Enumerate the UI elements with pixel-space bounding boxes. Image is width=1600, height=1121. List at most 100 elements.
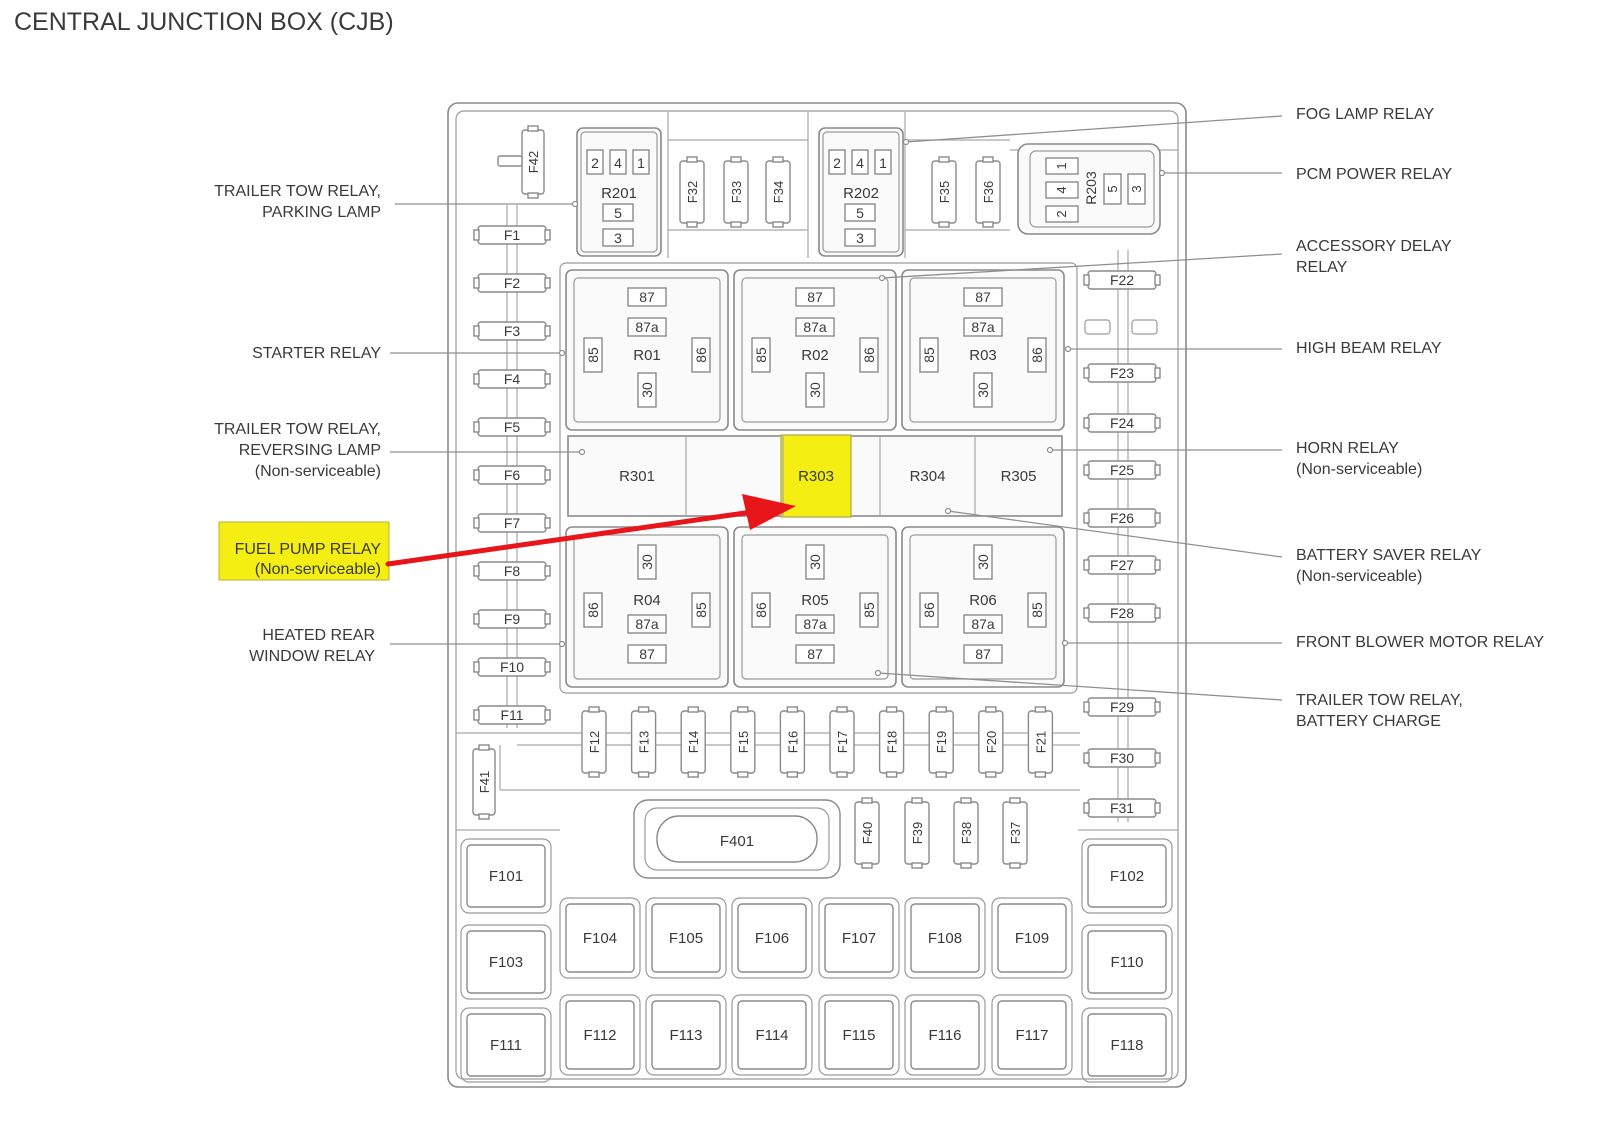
callout-line: REVERSING LAMP: [239, 442, 381, 459]
fuse-body: [1087, 1013, 1167, 1077]
fuse-socket: [1081, 924, 1173, 1000]
fuse-cap: [544, 661, 551, 673]
fuse-cap: [637, 771, 650, 778]
fuse-label: F40: [860, 822, 875, 844]
relay-pin: [751, 337, 771, 373]
fuse-label: F30: [1110, 750, 1134, 766]
fuse-label: F103: [489, 954, 523, 971]
fuse-f2: F2: [473, 273, 551, 293]
pin-label: 5: [1105, 185, 1120, 192]
fuse-f103: F103: [460, 924, 552, 1000]
fuse-body: [997, 903, 1067, 973]
fuse-label: F33: [729, 181, 744, 203]
fuse-f30: F30: [1083, 748, 1161, 768]
pin-label: 1: [879, 155, 887, 171]
fuse-cap: [911, 797, 923, 804]
fuse-f42-tab: [497, 155, 523, 167]
relay-body: [901, 526, 1065, 688]
fuse-cap: [544, 373, 551, 385]
fuse-cap: [686, 221, 698, 228]
pin-label: 87a: [635, 319, 659, 335]
relay-label: R06: [969, 592, 997, 609]
fuse-cap: [1154, 701, 1161, 713]
pin-label: 86: [1029, 347, 1045, 363]
relay-pin: [963, 317, 1003, 337]
fuse-cap: [686, 156, 698, 163]
fuse-label: F109: [1015, 930, 1049, 947]
fuse-body: [910, 1000, 980, 1070]
fuse-cap: [1009, 797, 1021, 804]
fuse-label: F21: [1033, 731, 1048, 753]
callout-line: HIGH BEAM RELAY: [1296, 340, 1442, 357]
relay-pin: [602, 228, 634, 247]
pin-label: 30: [807, 554, 823, 570]
fuse-label: F6: [504, 467, 521, 483]
fuse-f6: F6: [473, 465, 551, 485]
relay-inner: [909, 534, 1057, 680]
fuse-body: [824, 903, 894, 973]
fuse-cap: [544, 325, 551, 337]
fuse-cap: [1083, 701, 1090, 713]
relay-r304: R304: [910, 468, 946, 485]
callout-right-6: FRONT BLOWER MOTOR RELAY: [1296, 634, 1544, 651]
fuse-cap: [544, 277, 551, 289]
pin-label: 87: [975, 646, 991, 662]
pin-label: 85: [585, 347, 601, 363]
fuse-f105: F105: [645, 897, 727, 979]
fuse-f116: F116: [904, 994, 986, 1076]
pin-label: 87: [639, 289, 655, 305]
pin-label: 87a: [803, 319, 827, 335]
fuse-body: [656, 815, 818, 863]
pin-label: 4: [1054, 186, 1069, 193]
fuse-cap: [861, 797, 873, 804]
relay-pin: [963, 287, 1003, 307]
fuse-cap: [1009, 862, 1021, 869]
relay-inner: [573, 534, 721, 680]
relay-pin: [637, 372, 657, 408]
fuse-cap: [730, 221, 742, 228]
relay-pin: [627, 614, 667, 634]
pin-label: 2: [591, 155, 599, 171]
fuse-label: F108: [928, 930, 962, 947]
fuse-socket: [1081, 838, 1173, 914]
pin-label: 3: [856, 230, 864, 246]
fuse-cap: [960, 797, 972, 804]
fuse-cap: [1083, 559, 1090, 571]
leader-end: [902, 138, 910, 146]
fuse-socket: [1081, 1007, 1173, 1083]
pin-label: 87a: [971, 319, 995, 335]
fuse-label: F112: [583, 1027, 616, 1044]
callout-right-7: TRAILER TOW RELAY,BATTERY CHARGE: [1296, 692, 1463, 730]
relay-pin: [963, 614, 1003, 634]
fuse-label: F15: [736, 731, 751, 753]
fuse-f22: F22: [1083, 270, 1161, 290]
fuse-cap: [478, 813, 490, 820]
fuse-f11: F11: [473, 705, 551, 725]
relay-pin: [691, 337, 711, 373]
callout-line: TRAILER TOW RELAY,: [214, 183, 381, 200]
fuse-cap: [544, 517, 551, 529]
fuse-f102: F102: [1081, 838, 1173, 914]
fuse-f108: F108: [904, 897, 986, 979]
fuse-f101: F101: [460, 838, 552, 914]
relay-inner: [580, 131, 658, 253]
callout-line: FUEL PUMP RELAY: [235, 541, 382, 558]
fuse-cap: [1083, 367, 1090, 379]
pin-label: 87: [639, 646, 655, 662]
relay-pin: [795, 287, 835, 307]
relay-label: R05: [801, 592, 829, 609]
fuse-label: F28: [1110, 605, 1134, 621]
fuse-f41: F41: [472, 744, 496, 820]
fuse-socket: [904, 994, 986, 1076]
fuse-body: [651, 1000, 721, 1070]
relay-body: [565, 269, 729, 431]
leader-end: [558, 349, 566, 357]
fuse-label: F38: [959, 822, 974, 844]
